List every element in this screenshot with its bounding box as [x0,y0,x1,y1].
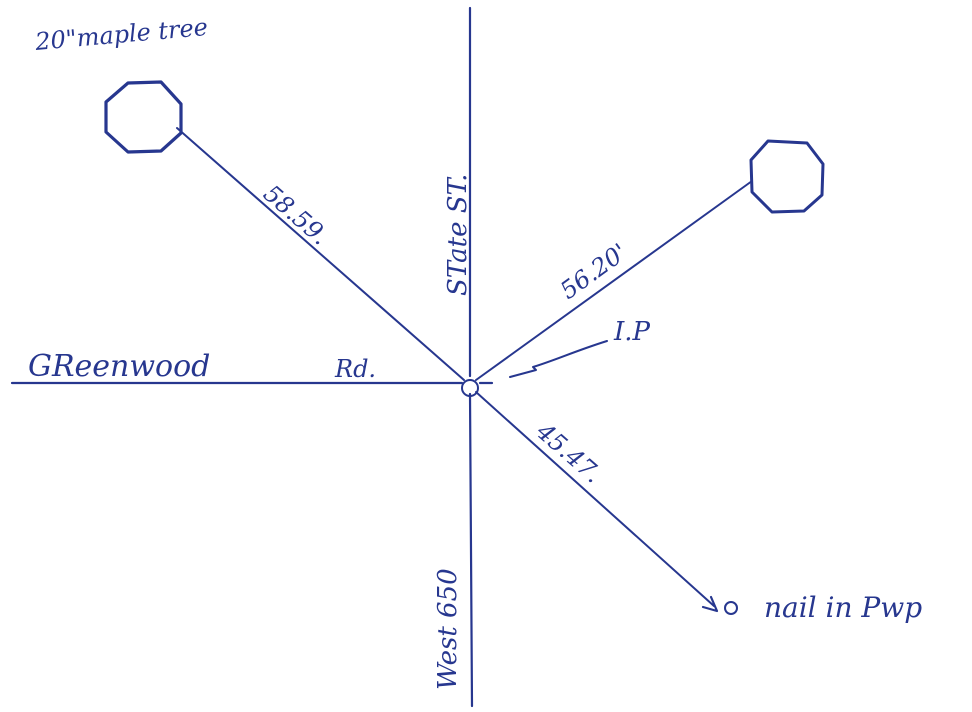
ip-pointer-squiggle [509,340,608,378]
ip-label: I.P [613,317,651,347]
line-to-nail [475,391,715,607]
arrowhead-icon [701,595,719,613]
line-to-right-tree [475,180,753,381]
distance-to-nail: 45.47. [530,417,607,489]
iron-pin-marker [461,379,479,397]
greenwood-label: GReenwood [28,349,210,384]
maple-tree-symbol [104,80,183,154]
state-street-label: STate ST. [443,174,473,296]
nail-label: nail in Pwp [764,591,922,624]
maple-tree-label: 20"maple tree [33,13,209,56]
west-650-label: West 650 [433,568,463,690]
west-650-line [468,392,474,708]
right-tree-symbol [749,139,825,214]
nail-marker [724,601,738,615]
line-to-maple-tree [176,127,465,381]
rd-label: Rd. [334,355,376,383]
distance-to-maple: 58.59. [258,179,334,250]
